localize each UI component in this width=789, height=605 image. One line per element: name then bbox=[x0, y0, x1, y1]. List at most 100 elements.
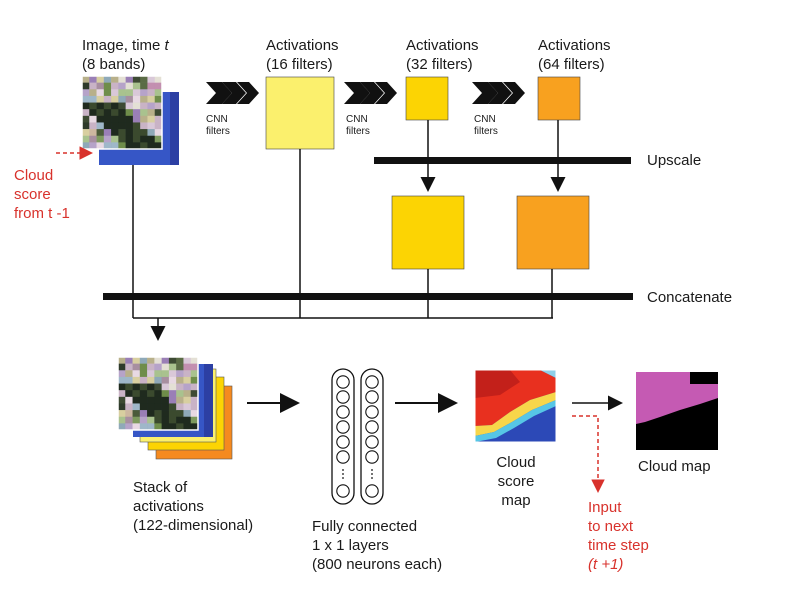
mosaic-tile bbox=[140, 102, 148, 110]
mosaic-tile bbox=[168, 363, 177, 371]
mosaic-tile bbox=[183, 410, 192, 418]
mosaic-tile bbox=[132, 115, 141, 123]
mosaic-tile bbox=[89, 142, 97, 150]
mosaic-tile bbox=[140, 142, 148, 150]
mosaic-tile bbox=[111, 109, 119, 117]
cloud-score-input-line2: score bbox=[14, 186, 51, 203]
mosaic-tile bbox=[89, 129, 97, 137]
mosaic-tile bbox=[147, 115, 156, 123]
input-image-bands: (8 bands) bbox=[82, 56, 146, 73]
mosaic-tile bbox=[161, 383, 170, 391]
mosaic-tile bbox=[190, 416, 199, 424]
cloud-score-input-line1: Cloud bbox=[14, 167, 54, 184]
mosaic-tile bbox=[118, 102, 126, 110]
cnn-filters-label-3-line1: CNN bbox=[474, 114, 496, 125]
neuron-ellipsis-dot bbox=[371, 473, 373, 475]
mosaic-tile bbox=[125, 122, 134, 130]
mosaic-tile bbox=[139, 383, 148, 391]
mosaic-tile bbox=[132, 82, 141, 90]
mosaic-tile bbox=[118, 376, 126, 384]
stack-label-line2: activations bbox=[133, 498, 204, 515]
mosaic-tile bbox=[154, 357, 162, 364]
mosaic-tile bbox=[132, 396, 141, 404]
mosaic-tile bbox=[168, 410, 177, 418]
mosaic-tile bbox=[190, 383, 199, 391]
mosaic-tile bbox=[183, 363, 192, 371]
mosaic-tile bbox=[154, 410, 162, 418]
mosaic-tile bbox=[147, 416, 155, 424]
mosaic-tile bbox=[118, 129, 126, 137]
mosaic-tile bbox=[132, 410, 141, 418]
mosaic-tile bbox=[183, 396, 192, 404]
mosaic-tile bbox=[147, 129, 156, 137]
fc-label-line1: Fully connected bbox=[312, 518, 418, 535]
activation-block-16-filters bbox=[265, 76, 335, 150]
mosaic-tile bbox=[89, 102, 97, 110]
mosaic-tile bbox=[176, 363, 184, 371]
concatenate-label: Concatenate bbox=[647, 289, 733, 306]
stack-label-line1: Stack of bbox=[133, 479, 188, 496]
mosaic-tile bbox=[140, 95, 148, 103]
neuron bbox=[365, 375, 379, 389]
mosaic-tile bbox=[147, 135, 156, 143]
cloud-score-map-line3: map bbox=[501, 492, 531, 509]
next-step-arrow bbox=[572, 415, 605, 493]
next-step-line1: Input bbox=[588, 499, 622, 516]
mosaic-tile bbox=[168, 396, 177, 404]
upscale-bar bbox=[374, 157, 631, 164]
mosaic-tile bbox=[103, 122, 112, 130]
mosaic-tile bbox=[161, 403, 170, 411]
mosaic-tile bbox=[82, 142, 90, 150]
neuron bbox=[365, 450, 379, 464]
mosaic-tile bbox=[161, 390, 170, 398]
mosaic-tile bbox=[125, 115, 134, 123]
mosaic-tile bbox=[103, 109, 112, 117]
mosaic-tile bbox=[132, 122, 141, 130]
mosaic-tile bbox=[183, 390, 192, 398]
upscaled-block-32-filters bbox=[391, 195, 465, 270]
neuron bbox=[336, 390, 350, 404]
mosaic-tile bbox=[111, 95, 119, 103]
mosaic-tile bbox=[154, 390, 162, 398]
mosaic-tile bbox=[176, 396, 184, 404]
input-image-title-text: Image, time bbox=[82, 37, 165, 54]
next-step-line3: time step bbox=[588, 537, 649, 554]
mosaic-tile bbox=[161, 396, 170, 404]
neuron-ellipsis-dot bbox=[371, 469, 373, 471]
mosaic-tile bbox=[176, 403, 184, 411]
neuron-ellipsis-dot bbox=[342, 473, 344, 475]
mosaic-tile bbox=[132, 363, 141, 371]
mosaic-tile bbox=[125, 390, 133, 398]
activation-block-32-filters bbox=[405, 76, 449, 121]
mosaic-tile bbox=[139, 423, 148, 431]
mosaic-tile bbox=[154, 396, 162, 404]
mosaic-tile bbox=[168, 370, 177, 378]
mosaic-tile bbox=[118, 410, 126, 418]
mosaic-tile bbox=[111, 115, 119, 123]
mosaic-tile bbox=[125, 76, 134, 83]
mosaic-tile bbox=[118, 390, 126, 398]
mosaic-tile bbox=[96, 89, 105, 97]
mosaic-tile bbox=[132, 76, 141, 83]
mosaic-tile bbox=[168, 423, 177, 431]
mosaic-tile bbox=[125, 135, 134, 143]
activation-block-64-filters bbox=[537, 76, 581, 121]
mosaic-tile bbox=[147, 109, 156, 117]
mosaic-tile bbox=[103, 142, 112, 150]
neuron-ellipsis-dot bbox=[371, 477, 373, 479]
mosaic-tile bbox=[183, 416, 192, 424]
mosaic-tile bbox=[125, 357, 133, 364]
neuron bbox=[336, 420, 350, 434]
mosaic-tile bbox=[125, 410, 133, 418]
mosaic-tile bbox=[154, 383, 162, 391]
mosaic-tile bbox=[147, 142, 156, 150]
activations-16-count: (16 filters) bbox=[266, 56, 333, 73]
mosaic-tile bbox=[132, 383, 141, 391]
mosaic-tile bbox=[125, 423, 133, 431]
mosaic-tile bbox=[125, 363, 133, 371]
cnn-filters-label-1-line2: filters bbox=[206, 126, 230, 137]
mosaic-tile bbox=[147, 390, 155, 398]
mosaic-tile bbox=[96, 109, 105, 117]
mosaic-tile bbox=[125, 82, 134, 90]
mosaic-tile bbox=[125, 109, 134, 117]
